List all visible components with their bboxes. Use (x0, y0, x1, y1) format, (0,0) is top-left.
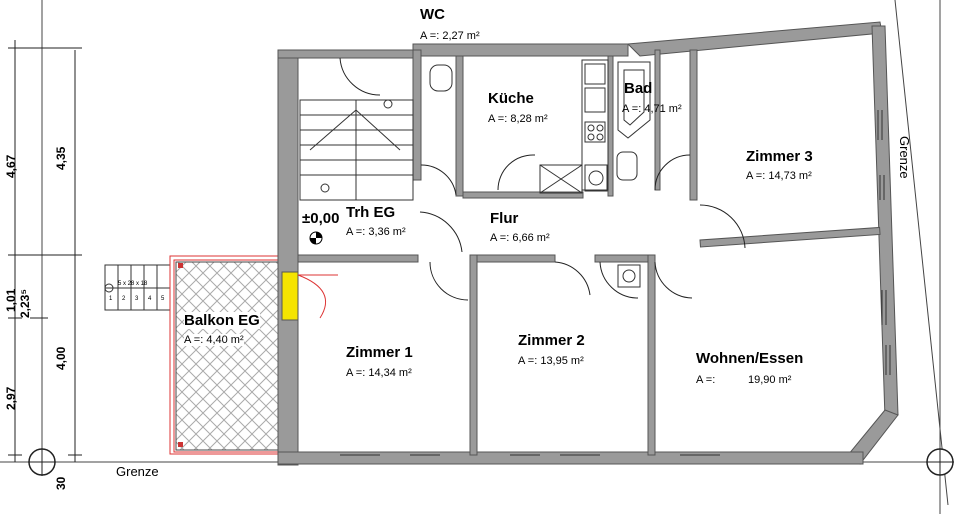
room-name-bad: Bad (624, 80, 653, 97)
interior-stair (299, 99, 414, 201)
dimension-4-67: 4,67 (4, 154, 18, 178)
room-area-balkon: A =: 4,40 m² (184, 334, 244, 346)
room-name-balkon: Balkon EG (184, 312, 260, 329)
level-marker (309, 231, 323, 245)
dimension-1-01: 1,01 (4, 288, 18, 312)
door-swings (339, 57, 746, 301)
stair-step-5: 5 (161, 296, 165, 302)
stair-step-3: 3 (135, 296, 139, 302)
dimension-lines (8, 40, 82, 462)
stair-step-2: 2 (122, 296, 126, 302)
dimension-2-97: 2,97 (4, 386, 18, 410)
bath-fixtures (429, 61, 651, 288)
room-area-zimmer1: A =: 14,34 m² (346, 367, 412, 379)
room-name-zimmer1: Zimmer 1 (346, 344, 413, 361)
room-area-wohnen-value: 19,90 m² (748, 374, 792, 386)
room-area-kueche: A =: 8,28 m² (488, 113, 548, 125)
room-area-zimmer2: A =: 13,95 m² (518, 355, 584, 367)
room-area-flur: A =: 6,66 m² (490, 232, 550, 244)
kitchen-fixtures (539, 59, 609, 194)
room-name-wc: WC (420, 6, 445, 23)
level-label: ±0,00 (302, 210, 340, 227)
room-name-zimmer3: Zimmer 3 (746, 148, 813, 165)
room-name-flur: Flur (490, 210, 519, 227)
boundary-label-right: Grenze (897, 136, 912, 179)
room-name-zimmer2: Zimmer 2 (518, 332, 585, 349)
balcony-door (281, 271, 299, 321)
room-area-zimmer3: A =: 14,73 m² (746, 170, 812, 182)
stair-note: 5 x 28 x 18 (118, 281, 148, 287)
boundary-label-bottom: Grenze (116, 464, 159, 479)
dimension-2-23: 2,23⁵ (18, 289, 32, 318)
room-name-trh: Trh EG (346, 204, 396, 221)
room-area-trh: A =: 3,36 m² (346, 226, 406, 238)
stair-step-1: 1 (109, 296, 113, 302)
room-name-wohnen: Wohnen/Essen (696, 350, 804, 367)
dimension-4-35: 4,35 (54, 146, 68, 170)
room-area-bad: A =: 4,71 m² (622, 103, 682, 115)
stair-step-4: 4 (148, 296, 152, 302)
balcony (169, 255, 287, 455)
exterior-stair (104, 264, 171, 311)
dimension-30: 30 (54, 476, 68, 490)
room-area-wc: A =: 2,27 m² (420, 30, 480, 42)
room-area-wohnen-prefix: A =: (696, 374, 716, 386)
windows (340, 110, 891, 456)
dimension-4-00: 4,00 (54, 346, 68, 370)
room-name-kueche: Küche (488, 90, 534, 107)
